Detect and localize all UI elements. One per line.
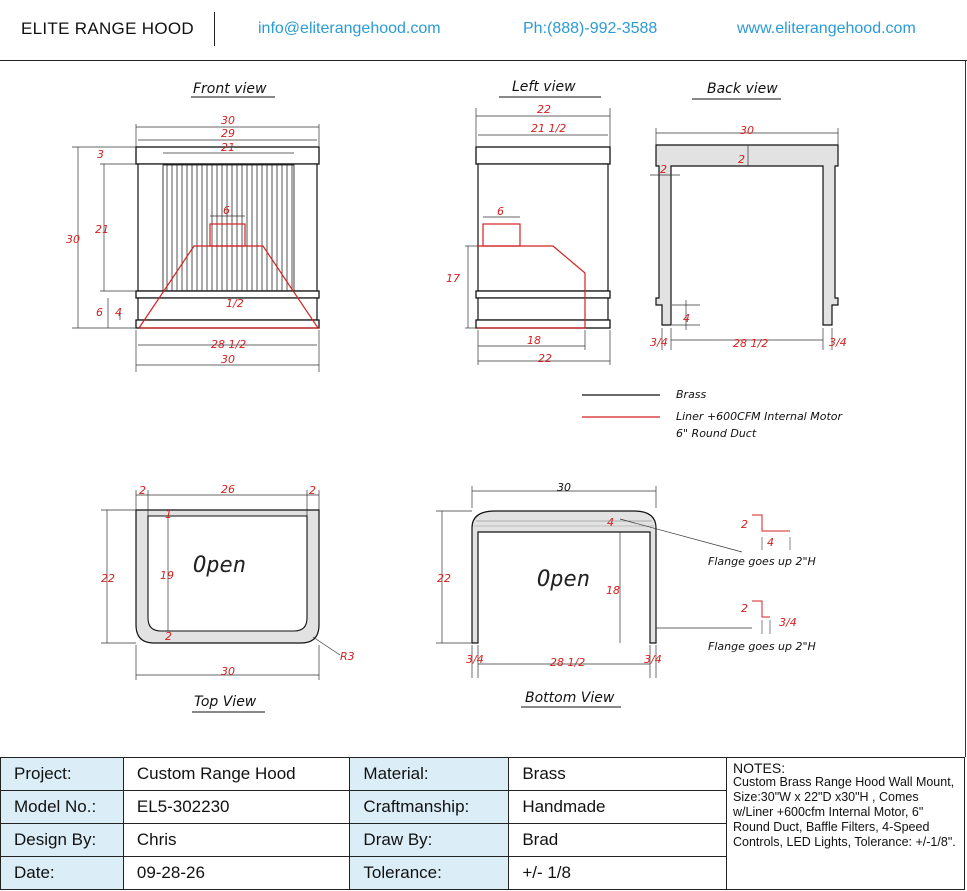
dim-front-21-top: 21 [221,141,235,154]
value-design-by: Chris [122,823,351,857]
dim-top-26: 26 [221,483,235,496]
top-open-label: Open [193,553,246,578]
dim-left-22-top: 22 [537,103,551,116]
dim-back-4: 4 [683,312,690,325]
dim-top-r3: R3 [340,650,355,663]
dim-front-30-bottom: 30 [221,353,235,366]
title-row-date: Date: 09-28-26 Tolerance: +/- 1/8 [0,856,727,890]
value-tolerance: +/- 1/8 [508,856,727,890]
dim-bottom-4: 4 [607,516,614,529]
dim-back-28-half: 28 1/2 [733,337,768,350]
bottom-open-label: Open [537,567,590,592]
dim-bottom-3q-left: 3/4 [466,653,484,666]
flange-detail-2: 2 3/4 Flange goes up 2"H [708,600,816,653]
flange1-dim-2: 2 [741,518,748,531]
top-view: 2 26 2 22 19 1 2 R3 30 Open Top View [101,483,355,713]
drawing-canvas: Front view 30 29 21 6 3 [66,79,847,713]
dim-top-1: 1 [165,508,172,521]
notes-box: NOTES: Custom Brass Range Hood Wall Moun… [727,757,965,890]
frame-right-border [965,60,966,757]
dim-back-3q-right: 3/4 [829,336,847,349]
website-link[interactable]: www.eliterangehood.com [737,20,916,37]
dim-front-29: 29 [221,127,235,140]
dim-top-30: 30 [221,665,235,678]
email-link[interactable]: info@eliterangehood.com [258,20,441,37]
dim-top-2-bottom: 2 [165,630,172,643]
top-view-title: Top View [194,694,257,710]
legend-duct-label: 6" Round Duct [676,427,757,440]
dim-top-19: 19 [160,569,174,582]
dim-bottom-22: 22 [437,572,451,585]
label-tolerance: Tolerance: [349,856,510,890]
header-divider [214,12,215,46]
left-view-title: Left view [512,79,576,95]
title-block-table: Project: Custom Range Hood Material: Bra… [0,757,727,890]
dim-back-2-side: 2 [660,163,667,176]
notes-text: Custom Brass Range Hood Wall Mount, Size… [733,775,956,849]
dim-front-30-top: 30 [221,114,235,127]
dim-front-4: 4 [115,306,122,319]
value-draw-by: Brad [508,823,727,857]
label-craftmanship: Craftmanship: [349,790,510,824]
label-model: Model No.: [0,790,124,824]
dim-top-2-right: 2 [309,484,316,497]
label-material: Material: [349,757,510,791]
dim-bottom-30: 30 [557,481,571,494]
label-date: Date: [0,856,124,890]
dim-left-21-half: 21 1/2 [531,122,566,135]
dim-left-17: 17 [446,272,460,285]
legend: Brass Liner +600CFM Internal Motor 6" Ro… [582,388,843,440]
flange-detail-1: 2 4 Flange goes up 2"H [708,514,816,568]
back-view: Back view 30 2 2 4 3/4 28 1/2 3/4 [650,81,847,350]
front-view-title: Front view [193,81,267,97]
flange2-dim-3q: 3/4 [779,616,797,629]
dim-top-22: 22 [101,572,115,585]
dim-front-3: 3 [97,148,104,161]
title-row-design: Design By: Chris Draw By: Brad [0,823,727,857]
value-project: Custom Range Hood [122,757,351,791]
value-material: Brass [508,757,727,791]
flange1-note: Flange goes up 2"H [708,555,816,568]
legend-brass-label: Brass [676,388,707,401]
bottom-view-title: Bottom View [525,690,615,706]
dim-front-half: 1/2 [226,297,244,310]
dim-bottom-3q-right: 3/4 [644,653,662,666]
bottom-view: 30 4 22 18 3/4 28 1/2 3/4 Open Bottom Vi… [436,481,752,708]
value-craftmanship: Handmade [508,790,727,824]
dim-front-21-side: 21 [95,223,109,236]
dim-top-2-left: 2 [139,484,146,497]
dim-front-28-half: 28 1/2 [211,338,246,351]
label-project: Project: [0,757,124,791]
notes-title: NOTES: [733,760,786,776]
value-model: EL5-302230 [122,790,351,824]
dim-bottom-28-half: 28 1/2 [550,656,585,669]
title-row-project: Project: Custom Range Hood Material: Bra… [0,757,727,791]
label-draw-by: Draw By: [349,823,510,857]
dim-front-6-side: 6 [96,306,103,319]
title-block: Project: Custom Range Hood Material: Bra… [0,757,967,891]
dim-front-30-side: 30 [66,233,80,246]
left-view: Left view 22 21 1/2 6 17 18 22 [446,79,611,365]
header-bar: ELITE RANGE HOOD info@eliterangehood.com… [0,0,967,61]
dim-front-6: 6 [223,204,230,217]
front-view: Front view 30 29 21 6 3 [66,81,320,372]
technical-drawing: Front view 30 29 21 6 3 [0,60,967,757]
legend-liner-label: Liner +600CFM Internal Motor [676,410,843,423]
value-date: 09-28-26 [122,856,351,890]
dim-left-6: 6 [497,205,504,218]
flange2-dim-2: 2 [741,602,748,615]
dim-back-2-top: 2 [738,153,745,166]
dim-back-30: 30 [740,124,754,137]
label-design-by: Design By: [0,823,124,857]
dim-bottom-18: 18 [606,584,620,597]
phone-link[interactable]: Ph:(888)-992-3588 [523,20,658,37]
dim-back-3q-left: 3/4 [650,336,668,349]
flange1-dim-4: 4 [767,536,774,549]
brand-name: ELITE RANGE HOOD [21,19,194,38]
title-row-model: Model No.: EL5-302230 Craftmanship: Hand… [0,790,727,824]
flange2-note: Flange goes up 2"H [708,640,816,653]
back-view-title: Back view [707,81,778,97]
dim-left-22-bottom: 22 [538,352,552,365]
dim-left-18: 18 [527,334,541,347]
